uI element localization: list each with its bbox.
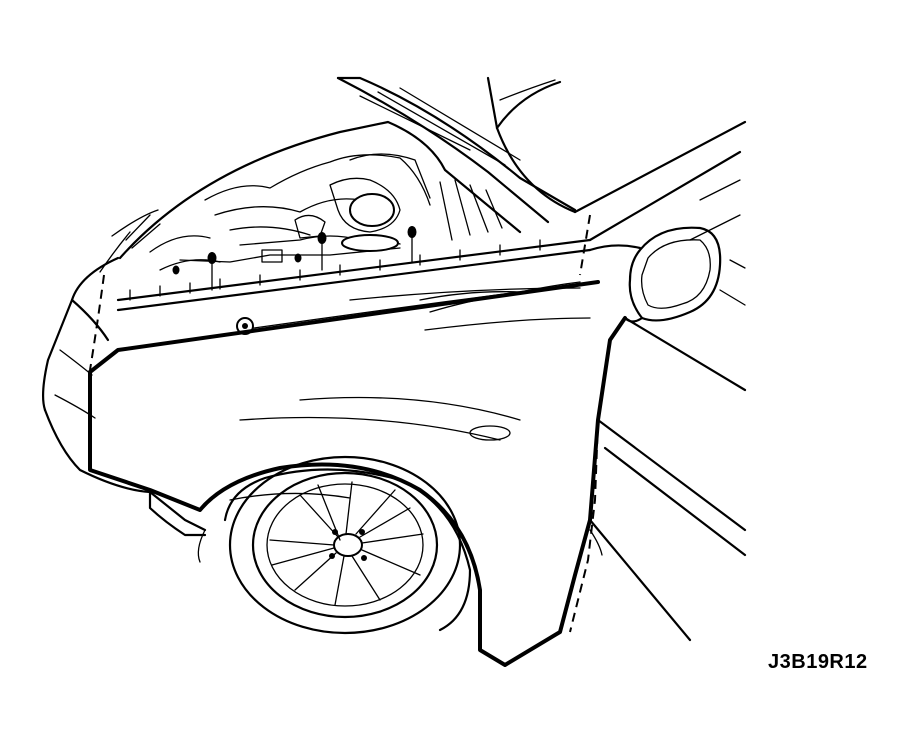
wheel-assembly	[223, 455, 472, 635]
fender-outline-dashed	[89, 214, 599, 633]
hood-open	[336, 76, 577, 224]
fender-top-rail	[116, 238, 600, 352]
a-pillar	[573, 120, 747, 252]
front-door	[588, 259, 747, 642]
front-bumper	[41, 209, 207, 537]
side-mirror	[623, 226, 722, 323]
front-fender-panel	[88, 280, 627, 667]
engine-compartment	[118, 120, 522, 291]
figure-code-label: J3B19R12	[768, 651, 868, 673]
